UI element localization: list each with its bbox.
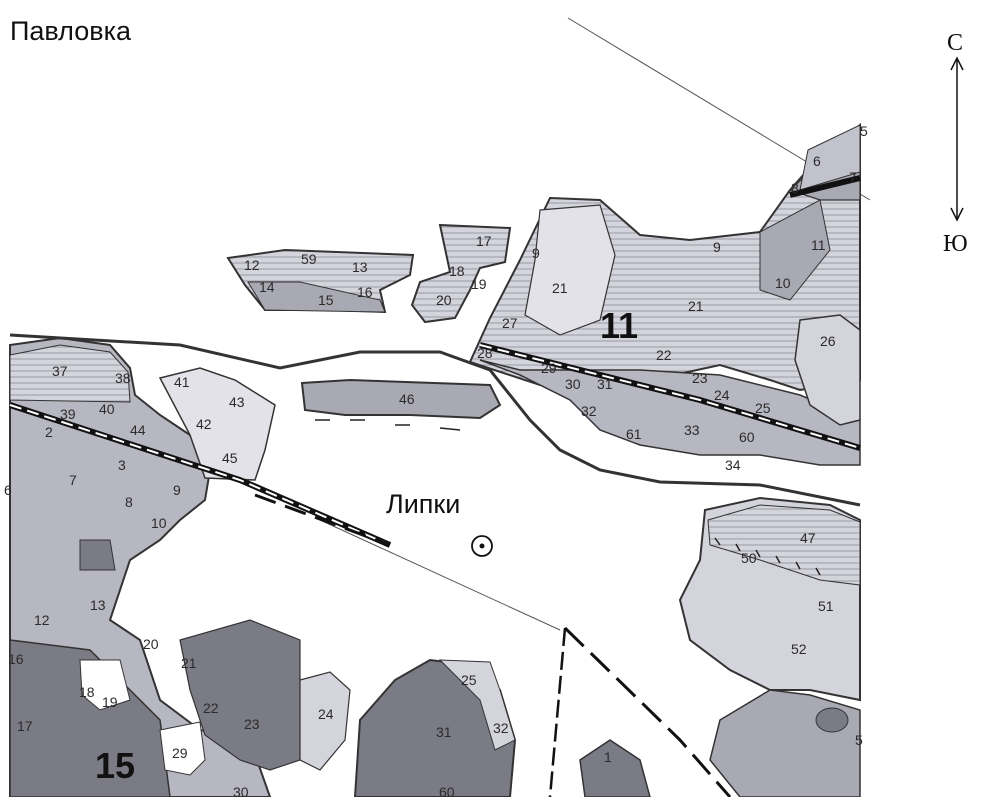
parcel-label: 30 — [233, 784, 249, 797]
parcel-label: 26 — [820, 333, 836, 349]
parcel-label: 8 — [125, 494, 133, 510]
parcel-label: 17 — [17, 718, 33, 734]
parcel-label: 10 — [775, 275, 791, 291]
parcel-label: 21 — [552, 280, 568, 296]
parcel-label: 2 — [45, 424, 53, 440]
parcel-label: 12 — [244, 257, 260, 273]
parcel-label: 37 — [52, 363, 68, 379]
railway — [9, 175, 861, 548]
parcel-label: 33 — [684, 422, 700, 438]
parcel-label: 21 — [688, 298, 704, 314]
parcel-label: 10 — [151, 515, 167, 531]
parcel-label: 24 — [714, 387, 730, 403]
parcel-label: 22 — [656, 347, 672, 363]
parcel-labels: 5 6 7 8 11 9 9 21 21 10 26 17 18 19 20 1… — [4, 123, 868, 797]
parcel-label: 9 — [532, 245, 540, 261]
compass-north-label: С — [947, 30, 963, 56]
boundary-ticks — [315, 419, 821, 576]
parcel-label: 46 — [399, 391, 415, 407]
parcel-label: 12 — [34, 612, 50, 628]
parcel-label: 8 — [791, 180, 799, 196]
parcel-label: 5 — [855, 732, 863, 748]
parcel-label: 60 — [739, 429, 755, 445]
block-11-parcels — [468, 122, 861, 466]
place-label-pavlovka: Павловка — [10, 16, 132, 46]
parcel-label: 40 — [99, 401, 115, 417]
parcel-label: 1 — [604, 749, 612, 765]
parcel-label: 16 — [357, 284, 373, 300]
boundary-dashed-south — [563, 626, 732, 797]
parcel-label: 7 — [849, 169, 857, 185]
block-number-15: 15 — [95, 745, 135, 786]
parcel-label: 18 — [449, 263, 465, 279]
parcel-label: 51 — [818, 598, 834, 614]
parcel-label: 31 — [436, 724, 452, 740]
parcel-label: 47 — [800, 530, 816, 546]
parcel-label: 42 — [196, 416, 212, 432]
settlement-marker-icon — [471, 535, 493, 557]
west-parcels — [9, 336, 351, 797]
compass: С Ю — [943, 30, 968, 257]
parcel-label: 31 — [597, 376, 613, 392]
parcel-label: 32 — [493, 720, 509, 736]
compass-south-label: Ю — [943, 231, 968, 257]
parcel-label: 23 — [244, 716, 260, 732]
parcel-label: 50 — [741, 550, 757, 566]
parcel-label: 16 — [8, 651, 24, 667]
parcel-label: 27 — [502, 315, 518, 331]
parcel-label: 15 — [318, 292, 334, 308]
parcel-label: 41 — [174, 374, 190, 390]
main-road — [9, 333, 861, 507]
parcel-label: 20 — [143, 636, 159, 652]
parcel-label: 13 — [352, 259, 368, 275]
parcel-label: 18 — [79, 684, 95, 700]
block-number-11: 11 — [600, 305, 638, 346]
parcel-label: 60 — [439, 784, 455, 797]
parcel-label: 20 — [436, 292, 452, 308]
parcel-label: 17 — [476, 233, 492, 249]
parcel-label: 25 — [755, 400, 771, 416]
parcel-label: 52 — [791, 641, 807, 657]
parcel-label: 29 — [172, 745, 188, 761]
boundary-dashed-west — [254, 493, 391, 547]
south-central-parcels — [353, 658, 651, 797]
parcel-label: 43 — [229, 394, 245, 410]
parcel-label: 6 — [813, 153, 821, 169]
parcel-label: 28 — [477, 345, 493, 361]
parcel-label: 61 — [626, 426, 642, 442]
parcel-label: 24 — [318, 706, 334, 722]
parcel-label: 30 — [565, 376, 581, 392]
east-south-parcels — [678, 496, 861, 797]
parcel-label: 11 — [811, 237, 826, 253]
parcel-label: 25 — [461, 672, 477, 688]
parcel-label: 34 — [725, 457, 741, 473]
north-central-parcels — [226, 223, 512, 420]
survey-line-center — [319, 519, 561, 631]
parcel-label: 9 — [173, 482, 181, 498]
parcel-label: 6 — [4, 482, 12, 498]
parcel-label: 9 — [713, 239, 721, 255]
parcel-label: 7 — [69, 472, 77, 488]
parcel-label: 29 — [541, 360, 557, 376]
parcel-label: 3 — [118, 457, 126, 473]
parcel-label: 44 — [130, 422, 146, 438]
parcel-label: 19 — [471, 276, 487, 292]
settlement-marker-dot — [479, 543, 485, 549]
parcel-label: 32 — [581, 403, 597, 419]
parcel-label: 45 — [222, 450, 238, 466]
parcel-label: 19 — [102, 694, 118, 710]
parcel-label: 59 — [301, 251, 317, 267]
parcel-label: 14 — [259, 279, 275, 295]
parcel-label: 38 — [115, 370, 131, 386]
parcel-label: 22 — [203, 700, 219, 716]
parcel-label: 21 — [181, 655, 197, 671]
parcel-label: 13 — [90, 597, 106, 613]
parcel-label: 39 — [60, 406, 76, 422]
parcel-label: 5 — [860, 123, 868, 139]
place-label-lipki: Липки — [386, 489, 460, 519]
parcel-label: 23 — [692, 370, 708, 386]
boundary-dashed-south-2 — [548, 627, 567, 797]
